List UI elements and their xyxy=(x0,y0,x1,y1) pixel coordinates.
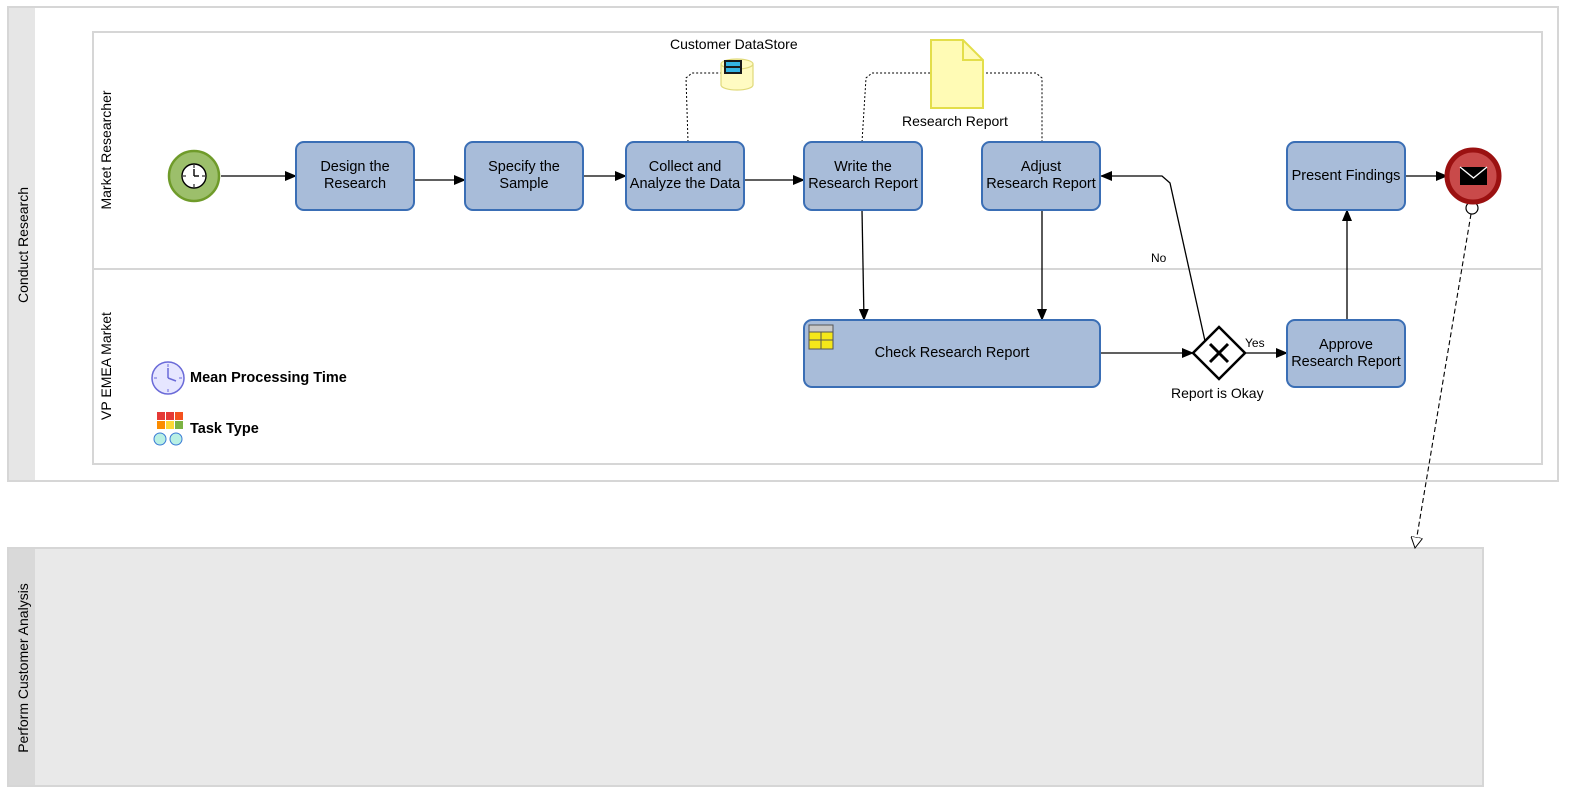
pool-conduct-research: Conduct Research xyxy=(7,6,1559,482)
association-write-document xyxy=(861,72,930,143)
datastore-label: Customer DataStore xyxy=(670,36,798,52)
document-label: Research Report xyxy=(902,113,1008,129)
lane-vp-emea-market xyxy=(92,268,1543,465)
task-check-research-report[interactable]: Check Research Report xyxy=(803,319,1101,388)
gateway-yes-label: Yes xyxy=(1245,336,1265,350)
task-design-the-research[interactable]: Design the Research xyxy=(295,141,415,211)
legend-task-type-icon xyxy=(153,412,183,446)
task-approve-research-report[interactable]: Approve Research Report xyxy=(1286,319,1406,388)
task-collect-and-analyze[interactable]: Collect and Analyze the Data xyxy=(625,141,745,211)
gateway-label: Report is Okay xyxy=(1171,385,1264,401)
task-specify-the-sample[interactable]: Specify the Sample xyxy=(464,141,584,211)
start-event-timer-icon xyxy=(167,149,221,203)
message-flow xyxy=(1415,213,1472,548)
association-document-adjust xyxy=(982,72,1043,142)
legend-task-type: Task Type xyxy=(190,421,259,437)
task-present-findings[interactable]: Present Findings xyxy=(1286,141,1406,211)
task-label: Design the Research xyxy=(320,159,390,192)
task-label: Specify the Sample xyxy=(488,159,560,192)
pool-header xyxy=(9,8,35,480)
flow-gateway-adjust xyxy=(1100,171,1206,342)
pool-header xyxy=(9,549,35,785)
task-label: Collect and Analyze the Data xyxy=(629,159,741,192)
task-label: Adjust Research Report xyxy=(986,159,1096,192)
database-icon xyxy=(720,58,754,91)
task-label: Approve Research Report xyxy=(1291,336,1401,370)
document-icon xyxy=(930,39,984,109)
legend-mean-processing-time: Mean Processing Time xyxy=(190,370,347,386)
task-write-the-research-report[interactable]: Write the Research Report xyxy=(803,141,923,211)
task-label: Present Findings xyxy=(1291,167,1401,184)
end-event-envelope-icon xyxy=(1444,147,1502,205)
task-label: Check Research Report xyxy=(874,345,1030,361)
legend-clock-icon xyxy=(151,361,185,395)
task-adjust-research-report[interactable]: Adjust Research Report xyxy=(981,141,1101,211)
gateway-no-label: No xyxy=(1151,251,1167,265)
flow-write-check xyxy=(858,209,869,321)
association-datastore xyxy=(685,72,722,143)
task-label: Write the Research Report xyxy=(808,159,918,192)
pool-perform-customer-analysis: Perform Customer Analysis xyxy=(7,547,1484,787)
exclusive-gateway-icon xyxy=(1191,325,1247,381)
